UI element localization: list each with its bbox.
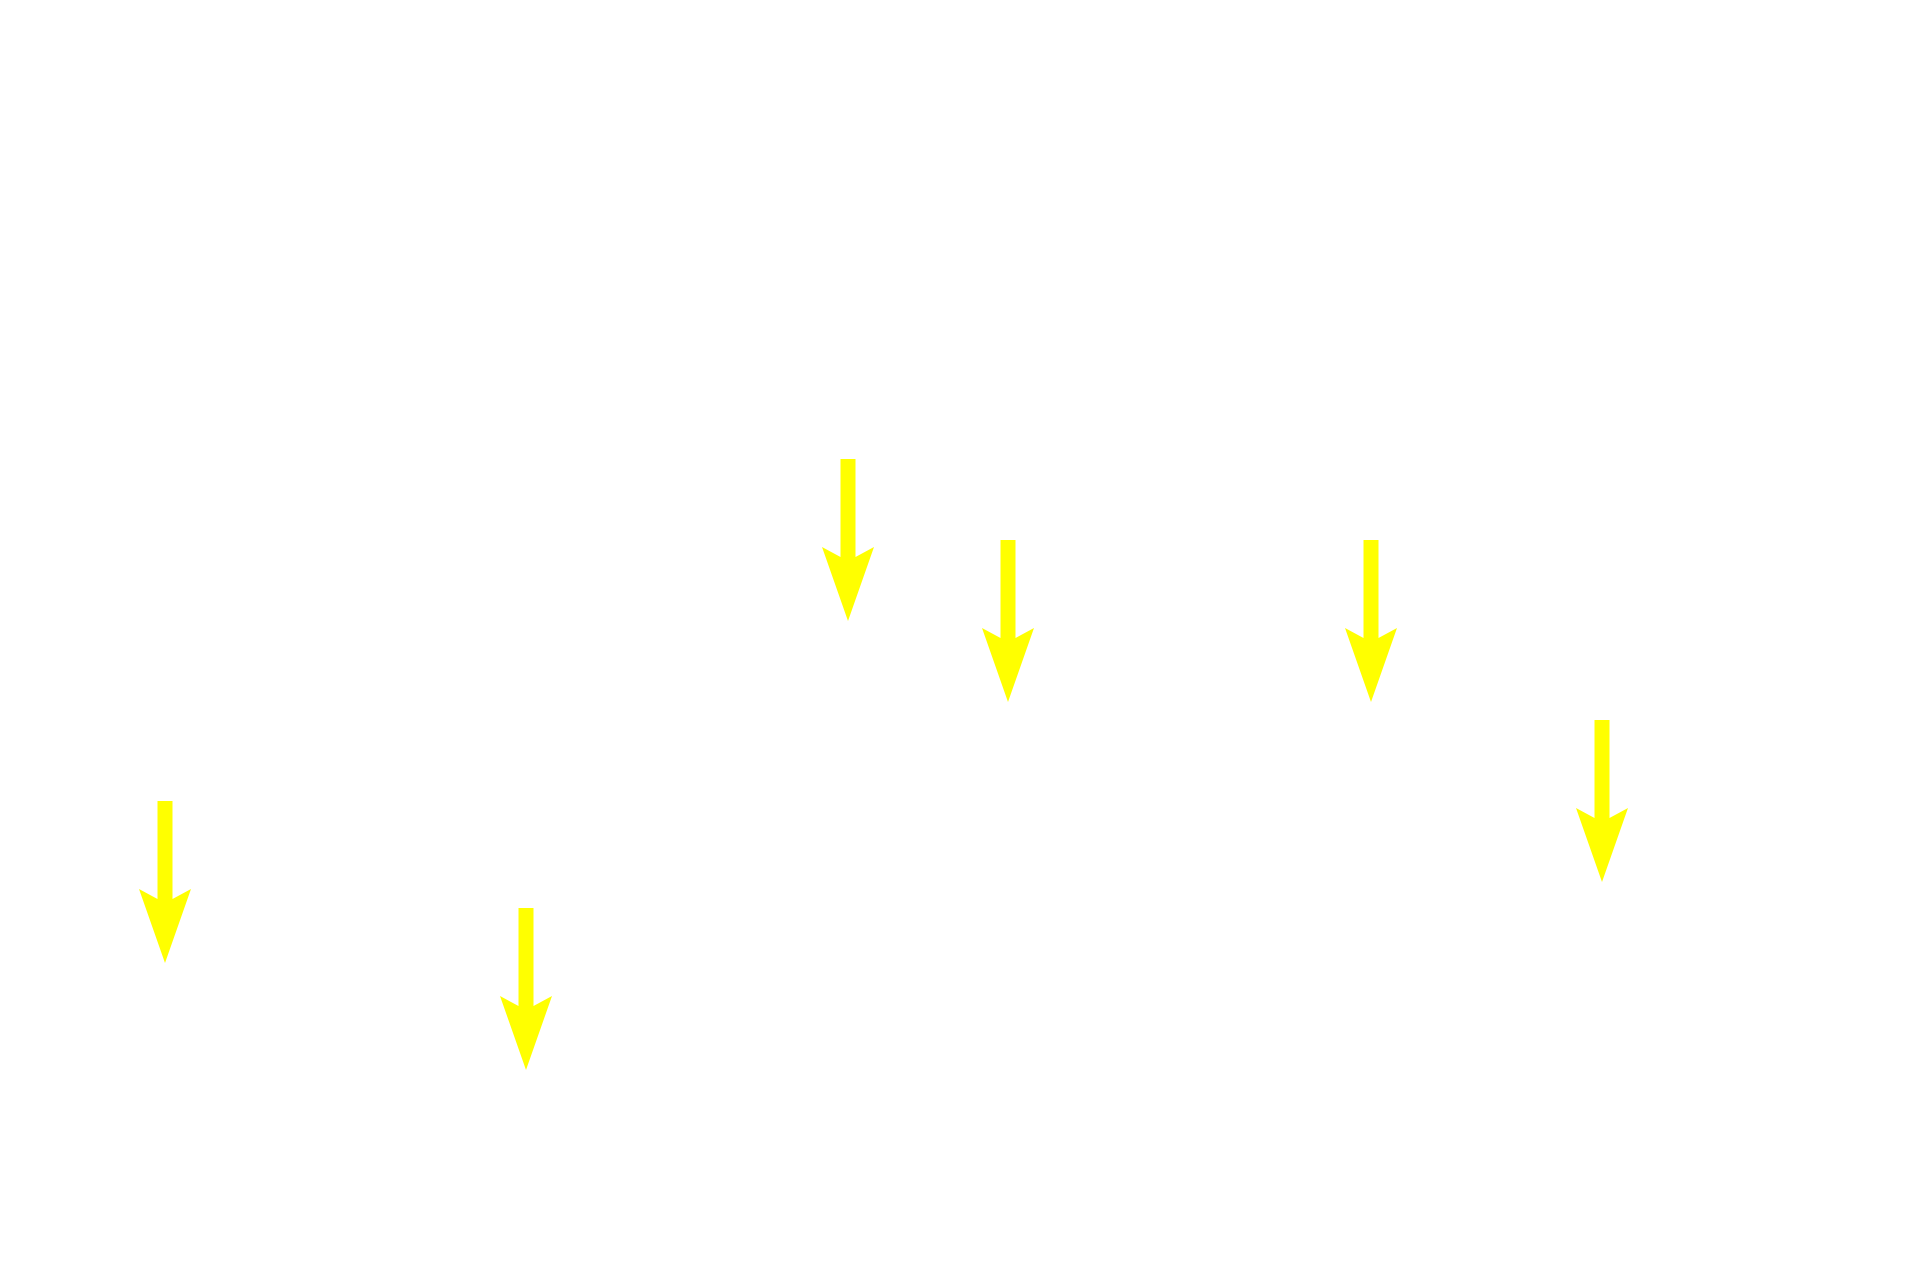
down-arrow-icon xyxy=(139,801,191,963)
down-arrow-icon xyxy=(1345,540,1397,702)
down-arrow-icon xyxy=(1576,720,1628,882)
down-arrow-icon xyxy=(500,908,552,1070)
down-arrow-icon xyxy=(822,459,874,621)
down-arrow-icon xyxy=(982,540,1034,702)
